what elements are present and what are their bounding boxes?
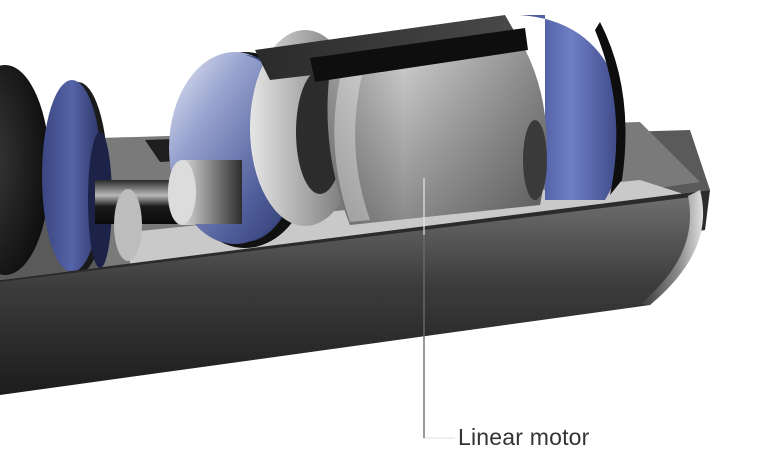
shaft-ring	[114, 189, 142, 261]
linear-motor-body	[327, 40, 547, 225]
left-end-cap	[0, 65, 50, 275]
left-blue-disc	[42, 80, 112, 274]
hub-front	[168, 160, 242, 224]
callout-label-linear-motor: Linear motor	[458, 424, 590, 450]
motor-top-block	[255, 15, 528, 82]
trough-front	[0, 190, 710, 395]
